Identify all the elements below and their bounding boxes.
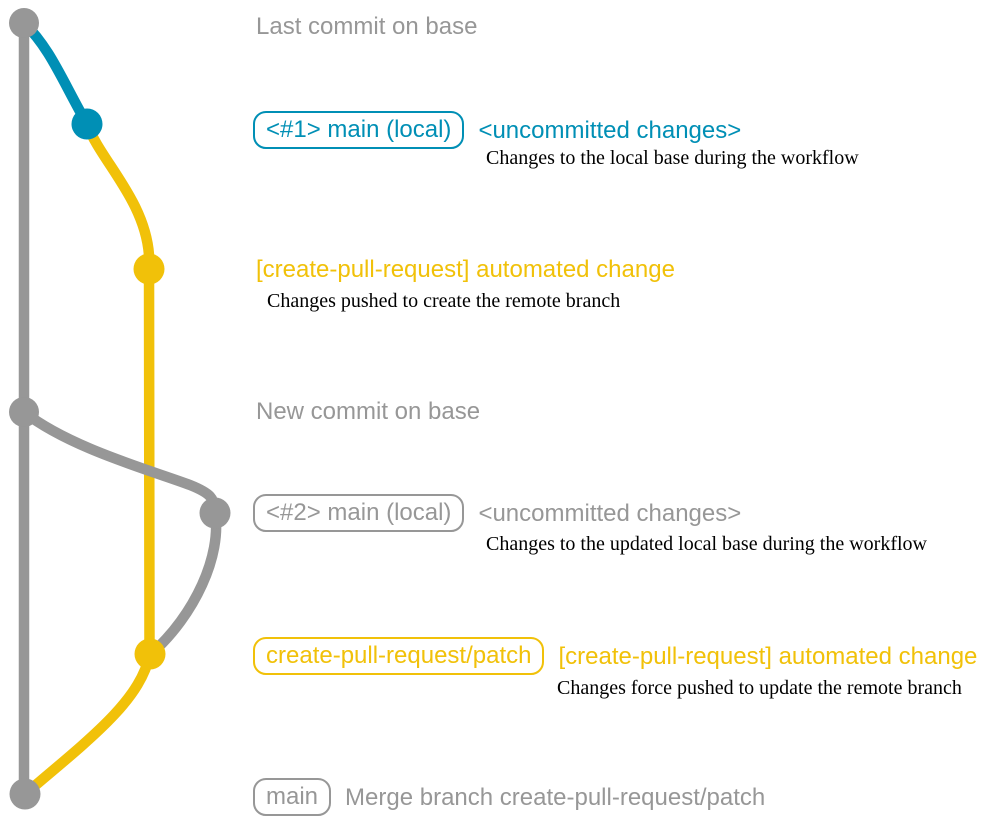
message-merge-branch: Merge branch create-pull-request/patch xyxy=(345,783,766,811)
badge-local-main-2: <#2> main (local) xyxy=(253,494,465,532)
badge-create-pull-request-patch: create-pull-request/patch xyxy=(253,637,545,675)
description-updated-local-base-changes: Changes to the updated local base during… xyxy=(486,533,927,555)
local-main-branch-1-curve xyxy=(18,17,93,130)
label-last-commit-on-base: Last commit on base xyxy=(256,13,478,40)
message-automated-change-2: [create-pull-request] automated change xyxy=(558,642,978,670)
commit-dot-create-pull-request-2 xyxy=(134,638,166,670)
local-main-branch-2-curve xyxy=(18,406,222,660)
create-pull-request-branch-curve xyxy=(81,118,155,660)
row-local-main-1: <#1> main (local) <uncommitted changes> xyxy=(253,111,741,149)
commit-dot-merge xyxy=(9,778,41,810)
row-merge-main: main Merge branch create-pull-request/pa… xyxy=(253,778,765,816)
commit-dot-local-main-1 xyxy=(71,108,103,140)
commit-dot-new-commit-on-base xyxy=(9,397,39,427)
row-create-pull-request-patch: create-pull-request/patch [create-pull-r… xyxy=(253,637,977,675)
commit-dot-local-main-2 xyxy=(199,497,231,529)
git-graph xyxy=(9,8,231,810)
commit-dot-create-pull-request-1 xyxy=(133,253,165,285)
message-automated-change-1: [create-pull-request] automated change xyxy=(256,256,675,283)
badge-main: main xyxy=(253,778,332,816)
create-pull-request-merge-curve xyxy=(19,648,156,800)
description-push-create-remote-branch: Changes pushed to create the remote bran… xyxy=(267,290,621,312)
message-uncommitted-changes-1: <uncommitted changes> xyxy=(478,116,742,144)
label-new-commit-on-base: New commit on base xyxy=(256,398,481,425)
description-local-base-changes: Changes to the local base during the wor… xyxy=(486,147,859,169)
badge-local-main-1: <#1> main (local) xyxy=(253,111,465,149)
message-uncommitted-changes-2: <uncommitted changes> xyxy=(478,499,742,527)
commit-dot-last-commit-on-base xyxy=(9,8,39,38)
row-local-main-2: <#2> main (local) <uncommitted changes> xyxy=(253,494,741,532)
description-force-push-remote-branch: Changes force pushed to update the remot… xyxy=(557,677,962,699)
